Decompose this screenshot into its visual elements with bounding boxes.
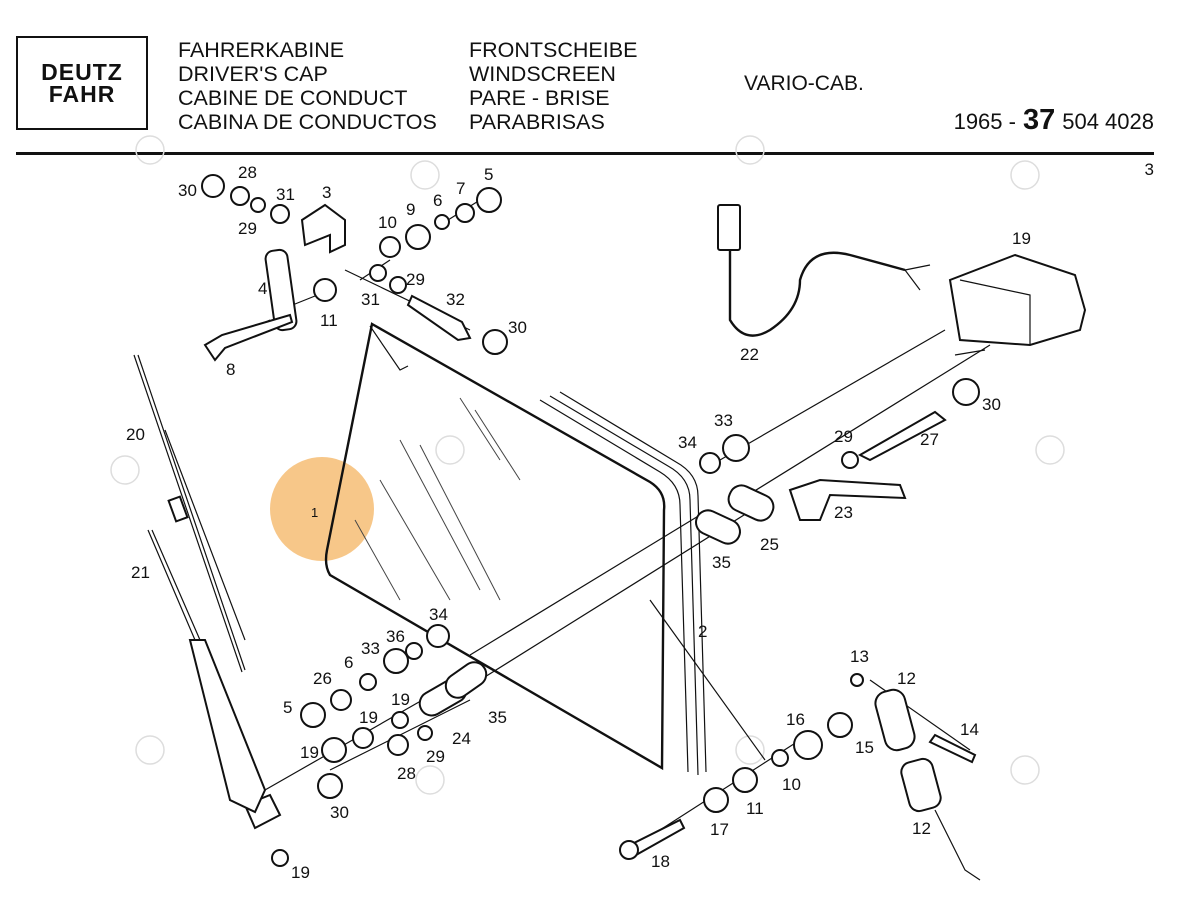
callout: 12 bbox=[912, 819, 931, 838]
deutz-fahr-logo: DEUTZ FAHR bbox=[16, 36, 148, 130]
callout: 31 bbox=[361, 290, 380, 309]
callout: 23 bbox=[834, 503, 853, 522]
callout: 11 bbox=[320, 311, 338, 330]
callout: 29 bbox=[834, 427, 853, 446]
group-title-en: DRIVER'S CAP bbox=[178, 62, 328, 86]
callout: 8 bbox=[226, 360, 235, 379]
callout-labels: 30 28 31 29 3 10 9 6 7 5 4 11 31 29 32 3… bbox=[126, 163, 1031, 882]
header-rule bbox=[16, 152, 1154, 155]
callout: 33 bbox=[361, 639, 380, 658]
callout: 28 bbox=[397, 764, 416, 783]
callout: 15 bbox=[855, 738, 874, 757]
callout: 17 bbox=[710, 820, 729, 839]
callout: 7 bbox=[456, 179, 465, 198]
callout: 12 bbox=[897, 669, 916, 688]
callout: 29 bbox=[238, 219, 257, 238]
wiring-harness[interactable] bbox=[717, 204, 931, 337]
callout: 30 bbox=[178, 181, 197, 200]
callout: 32 bbox=[446, 290, 465, 309]
callout: 20 bbox=[126, 425, 145, 444]
callout: 30 bbox=[508, 318, 527, 337]
model-name: VARIO-CAB. bbox=[744, 72, 864, 95]
doc-number: 504 4028 bbox=[1062, 109, 1154, 134]
callout: 3 bbox=[322, 183, 331, 202]
windscreen-glass[interactable] bbox=[324, 322, 666, 771]
callout: 19 bbox=[300, 743, 319, 762]
callout: 4 bbox=[258, 279, 267, 298]
callout: 27 bbox=[920, 430, 939, 449]
watermark-icons bbox=[110, 135, 1065, 795]
highlight-part-1[interactable] bbox=[270, 457, 374, 561]
logo-line-1: DEUTZ bbox=[41, 59, 123, 85]
callout: 29 bbox=[426, 747, 445, 766]
callout: 26 bbox=[313, 669, 332, 688]
callout: 19 bbox=[359, 708, 378, 727]
callout: 5 bbox=[484, 165, 493, 184]
group-title-es: CABINA DE CONDUCTOS bbox=[178, 110, 437, 134]
page-number: 3 bbox=[1144, 160, 1154, 179]
callout: 31 bbox=[276, 185, 295, 204]
callout: 35 bbox=[488, 708, 507, 727]
callout: 36 bbox=[386, 627, 405, 646]
group-title-de: FAHRERKABINE bbox=[178, 38, 345, 62]
callout: 22 bbox=[740, 345, 759, 364]
callout: 33 bbox=[714, 411, 733, 430]
part-title-de: FRONTSCHEIBE bbox=[469, 38, 638, 62]
hardware-parts[interactable] bbox=[201, 174, 980, 867]
wiper-motor[interactable] bbox=[948, 253, 1087, 356]
linkage-rod[interactable] bbox=[934, 809, 981, 881]
callout: 21 bbox=[131, 563, 150, 582]
year-prefix: 1965 - bbox=[953, 109, 1016, 134]
callout: 19 bbox=[1012, 229, 1031, 248]
part-title-es: PARABRISAS bbox=[469, 110, 605, 134]
part-title-block: FRONTSCHEIBE WINDSCREEN PARE - BRISE PAR… bbox=[469, 38, 637, 134]
callout: 10 bbox=[378, 213, 397, 232]
windscreen-seal[interactable] bbox=[539, 391, 707, 776]
callout: 13 bbox=[850, 647, 869, 666]
wiper-arm[interactable] bbox=[147, 529, 267, 814]
part-title-en: WINDSCREEN bbox=[469, 62, 616, 86]
group-title-block: FAHRERKABINE DRIVER'S CAP CABINE DE COND… bbox=[178, 38, 437, 134]
callout: 34 bbox=[678, 433, 697, 452]
callout: 34 bbox=[429, 605, 448, 624]
callout: 35 bbox=[712, 553, 731, 572]
part-title-fr: PARE - BRISE bbox=[469, 86, 610, 110]
callout: 28 bbox=[238, 163, 257, 182]
callout: 11 bbox=[746, 799, 764, 818]
callout: 19 bbox=[291, 863, 310, 882]
document-number: 1965 - 37 504 4028 bbox=[954, 104, 1154, 137]
logo-line-2: FAHR bbox=[48, 81, 116, 107]
callout: 25 bbox=[760, 535, 779, 554]
callout: 30 bbox=[982, 395, 1001, 414]
callout: 6 bbox=[433, 191, 442, 210]
callout: 2 bbox=[698, 622, 707, 641]
callout: 14 bbox=[960, 720, 979, 739]
callout: 30 bbox=[330, 803, 349, 822]
callout: 6 bbox=[344, 653, 353, 672]
group-title-fr: CABINE DE CONDUCT bbox=[178, 86, 408, 110]
callout: 18 bbox=[651, 852, 670, 871]
callout: 16 bbox=[786, 710, 805, 729]
section-number: 37 bbox=[1022, 104, 1056, 136]
callout: 1 bbox=[311, 505, 318, 520]
callout: 19 bbox=[391, 690, 410, 709]
callout: 9 bbox=[406, 200, 415, 219]
callout: 10 bbox=[782, 775, 801, 794]
wiper-blade[interactable] bbox=[133, 354, 246, 673]
callout: 24 bbox=[452, 729, 471, 748]
callout: 29 bbox=[406, 270, 425, 289]
callout: 5 bbox=[283, 698, 292, 717]
